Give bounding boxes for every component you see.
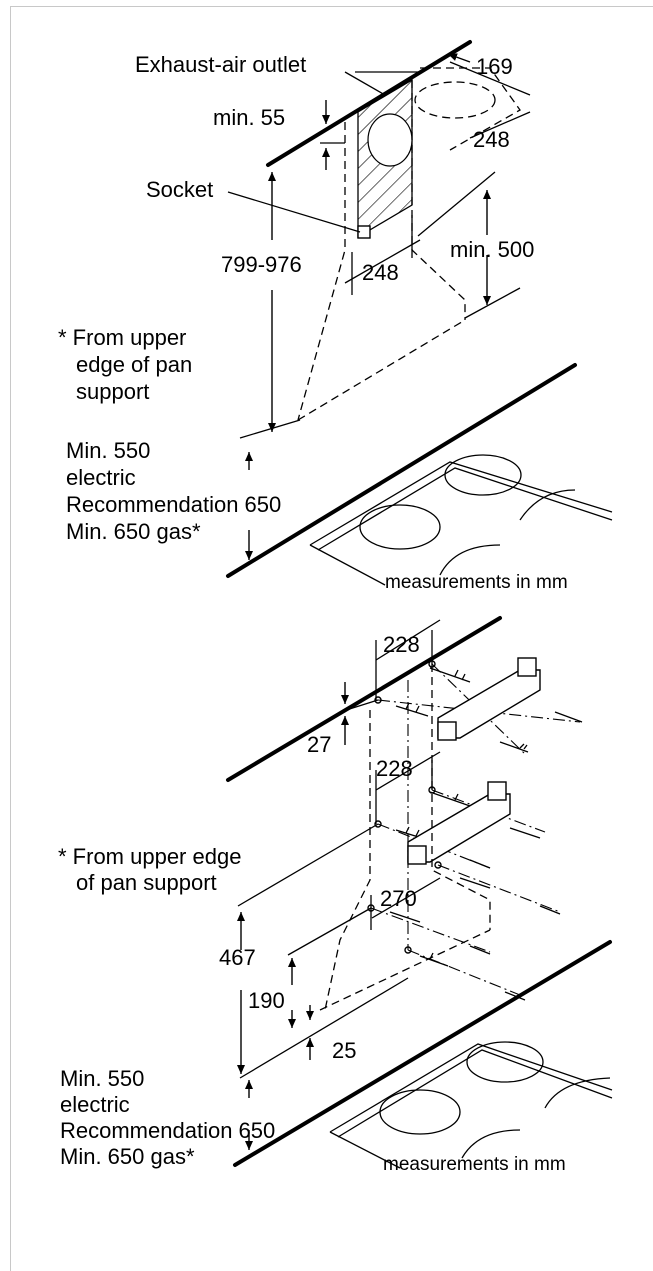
outlet-circle (414, 81, 496, 119)
worktop-front-edge (226, 363, 577, 578)
wall-top-edge-2 (226, 616, 502, 782)
chimney-left-edge (297, 122, 346, 421)
dim-467-label: 467 (219, 945, 256, 970)
chimney-right-2 (431, 664, 491, 930)
dim-27-label: 27 (307, 732, 331, 757)
note-line1: * From upper (58, 325, 186, 350)
recommendation-label: Recommendation 650 (66, 492, 281, 517)
worktop-front-edge-2 (233, 940, 612, 1167)
note2-line2: of pan support (76, 870, 217, 895)
bottom-diagram: 228 27 228 * From upper edge of pan supp… (58, 616, 613, 1175)
exhaust-leader-1 (344, 71, 386, 96)
min500-ref-upper (417, 171, 496, 237)
burner-front-left-2 (379, 1089, 461, 1135)
dim-228-mid-label: 228 (376, 756, 413, 781)
electric-label: electric (66, 465, 136, 490)
burner-front-left (359, 504, 441, 550)
dim-228-top-label: 228 (383, 632, 420, 657)
screws (389, 667, 583, 1001)
burner-back-left-2 (466, 1041, 544, 1083)
hob-outline-inner-2 (337, 1049, 613, 1138)
center-5 (370, 907, 491, 953)
units-label: measurements in mm (385, 572, 568, 593)
top-diagram: Exhaust-air outlet min. 55 169 248 Socke… (58, 40, 613, 593)
burner-back-right (519, 489, 576, 521)
burner-front-right (439, 544, 501, 576)
dim-270-label: 270 (380, 886, 417, 911)
hob-outline-side (309, 544, 386, 586)
dim-248-front-line (344, 239, 421, 284)
center-7 (407, 949, 521, 996)
hob-outline-back (309, 461, 613, 546)
hood-front-2 (319, 929, 491, 1011)
hood-front-edge (297, 319, 466, 421)
ref-190-upper (287, 907, 372, 956)
chimney-left-2 (324, 710, 371, 1011)
outlet-top-dashed (420, 67, 521, 151)
wall-top-edge (266, 40, 472, 167)
dim-799-ref-lower (239, 419, 301, 439)
center-6 (437, 864, 561, 913)
note2-line1: * From upper edge (58, 844, 241, 869)
socket-leader (227, 191, 361, 233)
exhaust-opening (367, 113, 413, 167)
dim-270-line (371, 877, 441, 919)
dim-27-ref (339, 699, 379, 713)
recommendation-label-2: Recommendation 650 (60, 1118, 275, 1143)
min55-label: min. 55 (213, 105, 285, 130)
center-1 (377, 699, 581, 723)
bracket-lower-tab (407, 845, 427, 865)
min650gas-label-2: Min. 650 gas* (60, 1144, 195, 1169)
burner-back-left (444, 454, 522, 496)
burner-back-right-2 (544, 1077, 611, 1109)
exhaust-label: Exhaust-air outlet (135, 52, 306, 77)
hob-outline-inner (317, 467, 613, 551)
electric-label-2: electric (60, 1092, 130, 1117)
burner-front-right-2 (461, 1129, 521, 1159)
dim-248-top-label: 248 (473, 127, 510, 152)
min500-ref-lower (464, 287, 521, 319)
units-label-2: measurements in mm (383, 1154, 566, 1175)
bracket-lower-tab-2 (487, 781, 507, 801)
dim-799-976-label: 799-976 (221, 252, 302, 277)
ref-lower (239, 977, 409, 1079)
note-line3: support (76, 379, 149, 404)
hob-outline-side-2 (329, 1131, 401, 1169)
dim-169-line (449, 61, 531, 96)
bracket-upper-tab-2 (517, 657, 537, 677)
chimney-right-edge (411, 80, 466, 320)
ref-upper-mounting (237, 823, 379, 907)
min500-label: min. 500 (450, 237, 534, 262)
hob-outline-back-2 (329, 1043, 613, 1133)
bracket-upper-tab (437, 721, 457, 741)
dim-248-top-line (469, 111, 531, 139)
dim-25-label: 25 (332, 1038, 356, 1063)
dim-190-label: 190 (248, 988, 285, 1013)
min550-label-2: Min. 550 (60, 1066, 144, 1091)
note-line2: edge of pan (76, 352, 192, 377)
socket-label: Socket (146, 177, 213, 202)
dim-228-mid-line (375, 751, 441, 791)
dim-248-front-label: 248 (362, 260, 399, 285)
drawing-sheet (10, 6, 653, 1271)
dim-169-label: 169 (476, 54, 513, 79)
dim-169-arrow (447, 53, 471, 63)
dim-228-top-line (375, 619, 441, 661)
min650gas-label: Min. 650 gas* (66, 519, 201, 544)
min550-label: Min. 550 (66, 438, 150, 463)
